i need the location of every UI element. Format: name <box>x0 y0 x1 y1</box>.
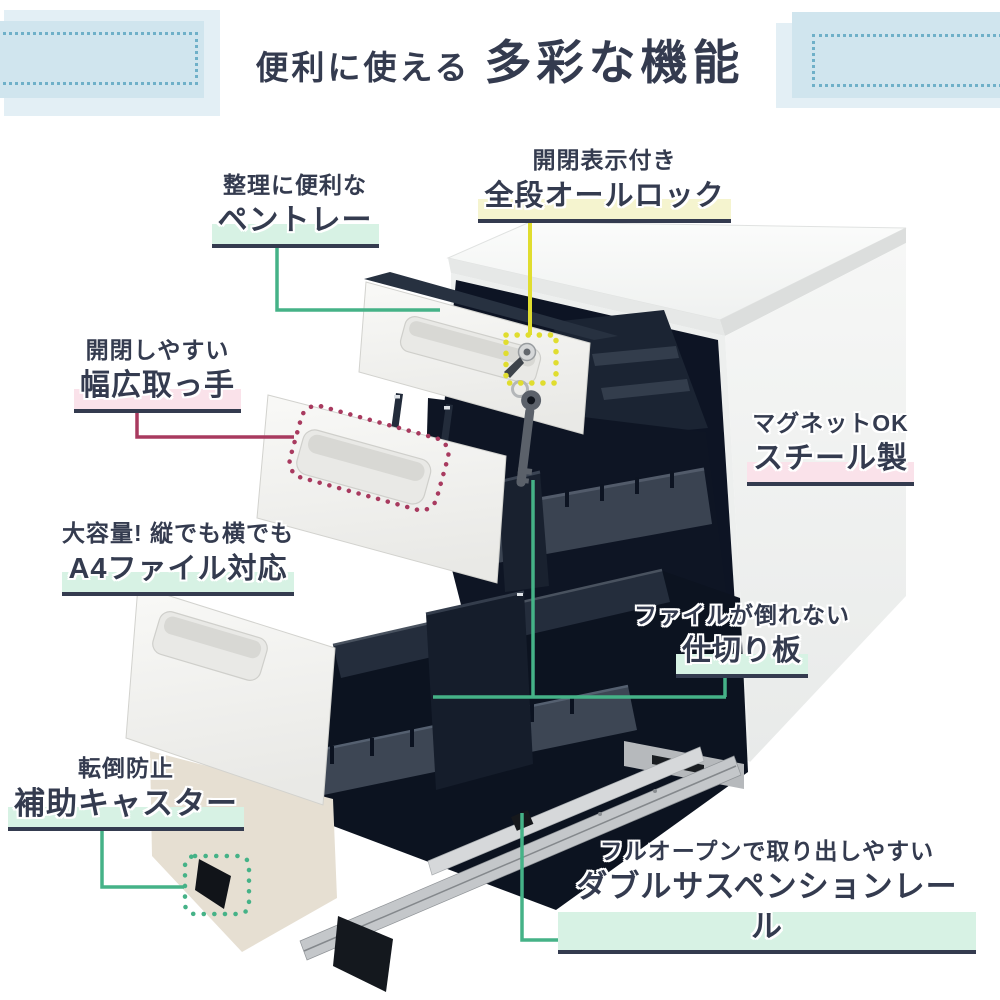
divider-sub: ファイルが倒れない <box>634 602 850 628</box>
title-emphasis: 多彩な機能 <box>484 36 745 89</box>
corner-box-front-right <box>792 12 1000 98</box>
page-title: 便利に使える 多彩な機能 <box>0 24 1000 93</box>
caster-wheel-2 <box>333 916 393 992</box>
inserted-key <box>504 357 524 378</box>
dotted-border-left <box>0 32 198 85</box>
feature-label-wide-handle: 開閉しやすい 幅広取っ手 <box>70 335 245 413</box>
divider-connector <box>433 480 727 699</box>
handle-dotted-frame <box>287 403 451 513</box>
cabinet-top-right-edge <box>720 228 906 336</box>
caster-dotted-frame <box>182 853 252 917</box>
title-lead: 便利に使える <box>255 49 471 86</box>
corner-box-front-left <box>0 21 204 98</box>
feature-label-caster: 転倒防止 補助キャスター <box>0 753 252 831</box>
caster-main: 補助キャスター <box>8 783 244 831</box>
all-lock-sub: 開閉表示付き <box>532 147 677 173</box>
connector-lines <box>100 221 727 942</box>
divider-top-2 <box>441 404 453 442</box>
caster-sub: 転倒防止 <box>78 755 174 781</box>
feature-label-divider: ファイルが倒れない 仕切り板 <box>622 600 862 678</box>
pen-tray-sub: 整理に便利な <box>223 172 367 198</box>
feature-label-rail: フルオープンで取り出しやすい ダブルサスペンションレール <box>558 836 976 954</box>
divider-top-1 <box>391 393 403 431</box>
a4-file-sub: 大容量! 縦でも横でも <box>61 520 295 546</box>
wide-handle-sub: 開閉しやすい <box>85 337 230 363</box>
pen-tray-drawer-interior <box>364 272 708 440</box>
drawer-fronts <box>125 281 591 806</box>
lock-dotted-frame <box>503 332 559 386</box>
bottom-drawer-handle <box>152 611 268 681</box>
feature-label-pen-tray: 整理に便利な ペントレー <box>205 170 385 248</box>
divider-main: 仕切り板 <box>675 630 808 678</box>
rail-sub: フルオープンで取り出しやすい <box>599 838 935 864</box>
caster-wheel <box>195 859 231 909</box>
dotted-border-right <box>812 34 1000 87</box>
feature-label-all-lock: 開閉表示付き 全段オールロック <box>462 145 747 223</box>
wide-handle-main: 幅広取っ手 <box>74 365 241 413</box>
caster-connector <box>100 831 184 889</box>
steel-main: スチール製 <box>747 438 914 486</box>
middle-drawer-handle <box>296 429 432 505</box>
divider-plate-middle <box>498 472 549 592</box>
handle-connector <box>135 410 294 439</box>
feature-label-a4-file: 大容量! 縦でも横でも A4ファイル対応 <box>42 518 314 596</box>
rail-main: ダブルサスペンションレール <box>558 866 976 954</box>
a4-file-main: A4ファイル対応 <box>62 548 294 596</box>
pen-tray-main: ペントレー <box>211 200 379 248</box>
feature-label-steel: マグネットOK スチール製 <box>738 408 923 486</box>
pen-tray-connector <box>275 246 440 312</box>
steel-sub: マグネットOK <box>752 410 909 436</box>
key-lock <box>504 342 542 487</box>
divider-plate-bottom <box>426 592 533 790</box>
all-lock-main: 全段オールロック <box>478 175 731 223</box>
hanging-key <box>516 390 542 487</box>
